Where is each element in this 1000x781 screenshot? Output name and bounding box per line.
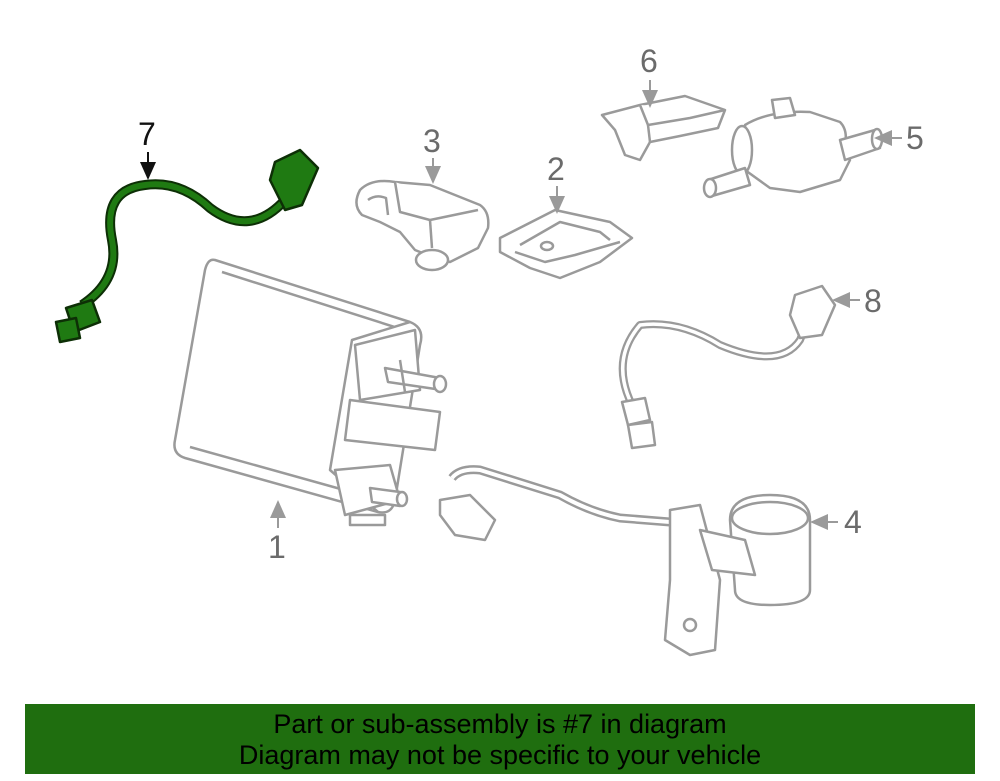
callout-arrows [140,80,902,530]
parts-diagram: 7 1 2 3 4 5 6 8 [54,43,924,657]
part-7-sensor-highlighted[interactable] [54,148,320,344]
part-2-bracket[interactable] [498,208,634,280]
callout-7: 7 [138,116,156,152]
banner-line-disclaimer: Diagram may not be specific to your vehi… [238,740,762,770]
info-banner: Part or sub-assembly is #7 in diagram Di… [25,704,975,774]
part-1-canister[interactable] [173,258,448,527]
banner-line-part: Part or sub-assembly is #7 in diagram [273,709,727,739]
part-4-valve[interactable] [438,465,812,657]
part-5-solenoid[interactable] [702,96,884,199]
callout-1: 1 [268,529,286,565]
callout-5: 5 [906,120,924,156]
callout-4: 4 [844,504,862,540]
callout-6: 6 [640,43,658,79]
part-3-sensor[interactable] [355,179,490,272]
part-8-sensor[interactable] [618,284,837,450]
part-6-clip[interactable] [600,94,727,162]
callout-2: 2 [547,151,565,187]
callout-8: 8 [864,283,882,319]
callout-3: 3 [423,123,441,159]
